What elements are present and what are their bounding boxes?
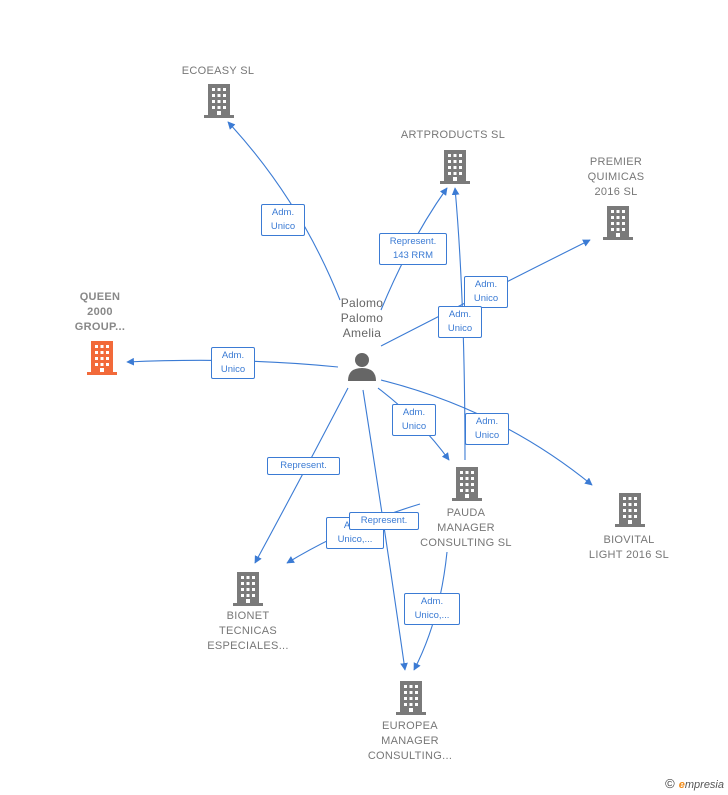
building-icon <box>233 572 263 606</box>
edge-label-pauda[interactable]: Adm. Unico <box>392 404 436 436</box>
node-pauda[interactable]: PAUDA MANAGER CONSULTING SL <box>420 507 512 549</box>
footer-brand: ©empresia <box>665 776 724 791</box>
edge-bionet-rep <box>254 387 349 564</box>
building-icon-highlight <box>87 341 117 375</box>
edge-europea-rep <box>362 389 408 671</box>
node-europea[interactable]: EUROPEA MANAGER CONSULTING... <box>367 720 453 762</box>
edge-label-premier[interactable]: Adm. Unico <box>464 276 508 308</box>
node-biovital[interactable]: BIOVITAL LIGHT 2016 SL <box>588 534 670 561</box>
node-premier[interactable]: PREMIER QUIMICAS 2016 SL <box>587 156 645 198</box>
node-ecoeasy[interactable]: ECOEASY SL <box>181 65 255 77</box>
edge-label-queen[interactable]: Adm. Unico <box>211 347 255 379</box>
person-label: Palomo Palomo Amelia <box>340 296 384 340</box>
building-icon <box>603 206 633 240</box>
building-icon <box>440 150 470 184</box>
building-icon <box>396 681 426 715</box>
brand-text: mpresia <box>684 779 724 791</box>
edge-label-artproducts-adm[interactable]: Adm. Unico <box>438 306 482 338</box>
building-icon <box>204 84 234 118</box>
edge-label-ecoeasy[interactable]: Adm. Unico <box>261 204 305 236</box>
edge-label-europea-adm[interactable]: Adm. Unico,... <box>404 593 460 625</box>
node-queen[interactable]: QUEEN 2000 GROUP... <box>74 291 126 333</box>
building-icon <box>452 467 482 501</box>
edge-label-europea-rep[interactable]: Represent. <box>349 512 419 530</box>
edge-label-biovital[interactable]: Adm. Unico <box>465 413 509 445</box>
person-icon <box>348 353 376 381</box>
building-icon <box>615 493 645 527</box>
brand-e: e <box>678 779 685 791</box>
edge-label-artproducts-rep[interactable]: Represent. 143 RRM <box>379 233 447 265</box>
edge-label-bionet-rep[interactable]: Represent. <box>267 457 340 475</box>
copyright-icon: © <box>665 776 675 791</box>
node-artproducts[interactable]: ARTPRODUCTS SL <box>400 129 506 141</box>
node-bionet[interactable]: BIONET TECNICAS ESPECIALES... <box>207 610 289 652</box>
